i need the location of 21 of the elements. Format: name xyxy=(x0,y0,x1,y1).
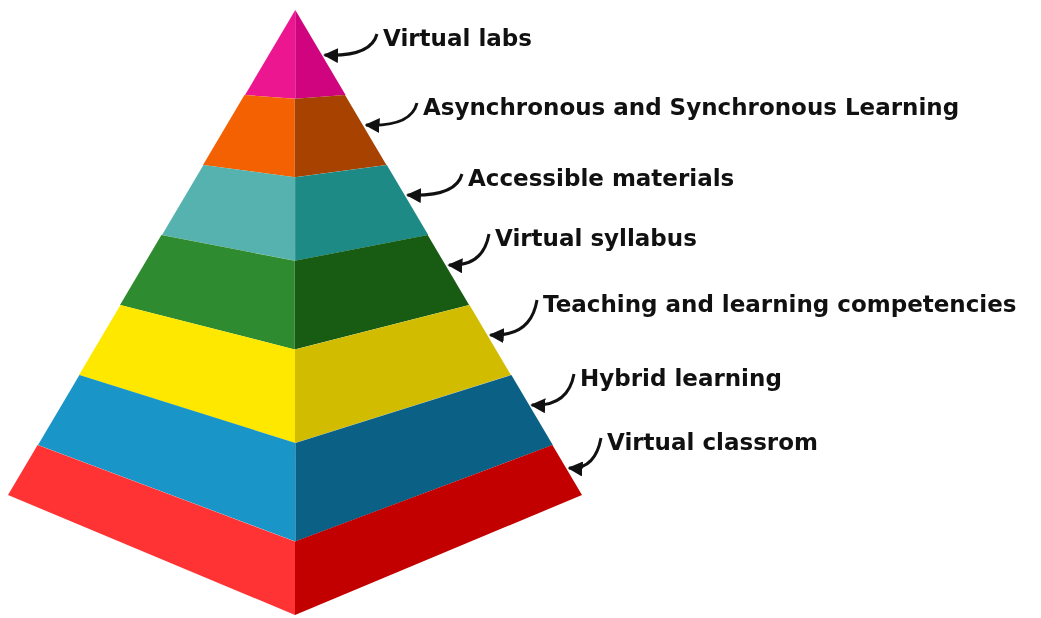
layer-label: Teaching and learning competencies xyxy=(543,290,1017,318)
arrow xyxy=(530,373,576,413)
pyramid-layer xyxy=(161,165,429,261)
layer-label: Asynchronous and Synchronous Learning xyxy=(423,93,960,121)
arrow xyxy=(405,173,464,203)
arrow xyxy=(488,299,539,343)
pyramid-layer xyxy=(203,95,387,178)
arrow xyxy=(567,437,603,476)
layer-label: Virtual syllabus xyxy=(495,224,697,252)
layer-label: Virtual classrom xyxy=(607,428,818,456)
arrow xyxy=(323,33,379,63)
layer-label: Virtual labs xyxy=(383,24,532,52)
pyramid-layer xyxy=(8,445,582,615)
arrow xyxy=(447,233,491,273)
arrow xyxy=(364,102,419,133)
pyramid-layer xyxy=(120,235,470,350)
pyramid-tip xyxy=(244,10,346,99)
pyramid-layer xyxy=(79,305,511,443)
layer-label: Hybrid learning xyxy=(580,364,782,392)
pyramid-layer xyxy=(37,375,553,542)
layer-label: Accessible materials xyxy=(468,164,735,192)
